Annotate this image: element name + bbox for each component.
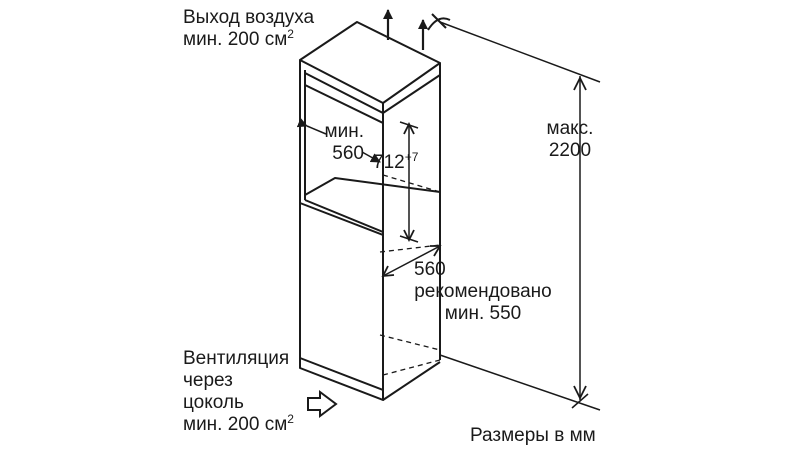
niche-width-line1: мин. [324,121,364,142]
niche-height-label: 712+7 [373,150,419,174]
depth-line1: 560 [414,259,446,280]
niche-width-label: мин. 560 [324,121,364,165]
niche-width-dimension [296,117,381,163]
plinth-ventilation-line3: цоколь [183,392,244,413]
niche-height-value: 712 [373,152,405,173]
air-outlet-arrows [383,9,428,50]
plinth-ventilation-line4: мин. 200 см2 [183,412,294,435]
plinth-ventilation-line2: через [183,370,233,391]
depth-label: 560 рекомендовано мин. 550 [398,259,568,325]
max-height-label: макс. 2200 [520,118,620,162]
max-height-dimension [439,21,601,411]
depth-dimension [381,245,442,278]
niche-height-dimension [399,121,419,243]
plinth-ventilation-line1: Вентиляция [183,348,290,369]
depth-line2: рекомендовано [414,281,552,302]
air-outlet-label: Выход воздуха мин. 200 см2 [183,7,314,51]
cabinet-niche [299,21,441,401]
air-outlet-line2: мин. 200 см2 [183,27,294,50]
plinth-ventilation-arrow [307,390,338,418]
niche-height-tolerance: +7 [404,150,419,164]
niche-width-line2: 560 [332,143,364,164]
max-height-line1: макс. [546,118,594,139]
max-height-line2: 2200 [548,140,592,161]
plinth-ventilation-label: Вентиляция через цоколь мин. 200 см2 [183,348,294,436]
air-outlet-line1: Выход воздуха [183,7,315,28]
units-note: Размеры в мм [470,425,596,446]
hidden-lines [379,174,441,376]
depth-line3: мин. 550 [444,303,522,324]
clearance-symbol [427,13,451,31]
